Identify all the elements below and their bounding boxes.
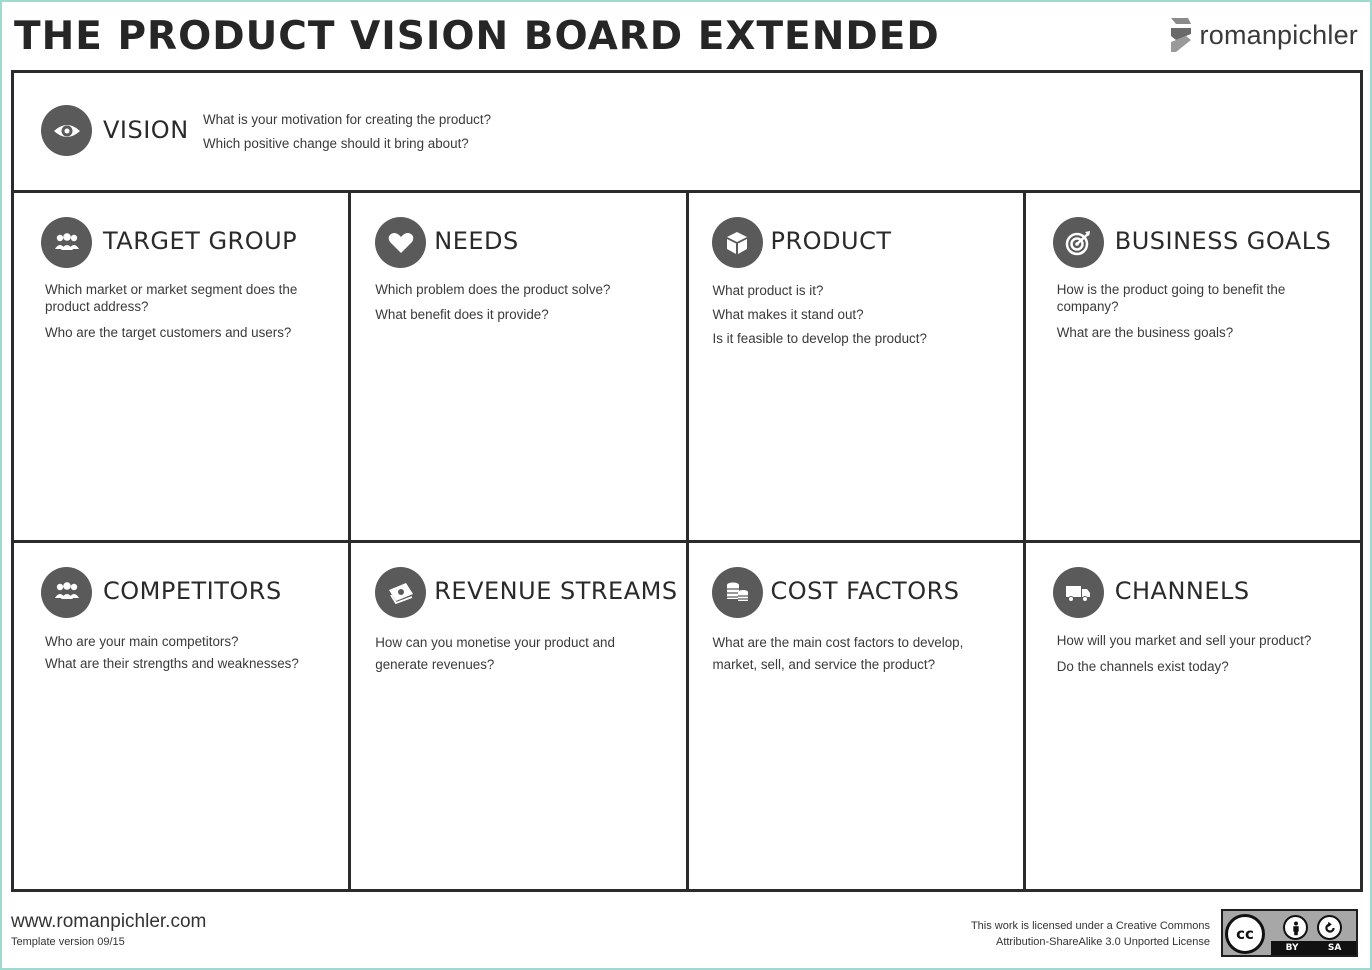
template-version: Template version 09/15	[11, 936, 125, 948]
brand[interactable]: romanpichler	[1168, 16, 1358, 54]
section-cost-factors[interactable]: COST FACTORS What are the main cost fact…	[688, 542, 1023, 889]
license-line: Attribution-ShareAlike 3.0 Unported Lice…	[995, 936, 1210, 948]
coins-icon	[711, 566, 763, 618]
cc-icon: cc	[1225, 914, 1265, 954]
cc-badge-labels: BY SA	[1271, 941, 1356, 955]
vision-section[interactable]: VISION What is your motivation for creat…	[14, 73, 1360, 190]
people-icon	[41, 217, 92, 268]
section-heading: COST FACTORS	[770, 576, 960, 605]
romanpichler-logo-icon	[1170, 18, 1191, 52]
cube-icon	[711, 217, 763, 268]
license-text: This work is licensed under a Creative C…	[971, 918, 1210, 950]
section-heading: TARGET GROUP	[103, 227, 298, 255]
section-question: How will you market and sell your produc…	[1056, 632, 1312, 648]
section-question: Which market or market segment does the …	[45, 282, 298, 314]
section-competitors[interactable]: COMPETITORS Who are your main competitor…	[14, 542, 349, 889]
section-question: How can you monetise your product and ge…	[375, 634, 615, 672]
truck-icon	[1052, 566, 1104, 618]
section-heading: NEEDS	[434, 227, 519, 255]
section-revenue-streams[interactable]: REVENUE STREAMS How can you monetise you…	[351, 542, 686, 889]
page-title: THE PRODUCT VISION BOARD EXTENDED	[14, 14, 940, 59]
section-question: What are the business goals?	[1056, 325, 1234, 340]
heart-icon	[375, 217, 427, 268]
section-question: What are the main cost factors to develo…	[712, 634, 964, 672]
brand-name: romanpichler	[1199, 19, 1358, 50]
cc-by-label: BY	[1285, 943, 1299, 953]
footer-url-link[interactable]: www.romanpichler.com	[11, 911, 207, 932]
section-question: What benefit does it provide?	[375, 307, 549, 322]
section-question: What makes it stand out?	[712, 307, 864, 322]
section-question: Who are your main competitors?	[45, 633, 239, 649]
vision-board: VISION What is your motivation for creat…	[11, 70, 1363, 892]
section-heading: REVENUE STREAMS	[434, 576, 678, 605]
section-target-group[interactable]: TARGET GROUP Which market or market segm…	[14, 193, 349, 540]
people-icon	[41, 566, 92, 618]
section-heading: PRODUCT	[770, 227, 892, 255]
share-alike-icon	[1317, 915, 1342, 940]
section-question: Do the channels exist today?	[1056, 658, 1229, 674]
attribution-person-icon	[1283, 915, 1308, 940]
vision-question: What is your motivation for creating the…	[203, 112, 492, 127]
eye-icon	[41, 105, 92, 156]
cc-license-badge[interactable]: cc BY SA	[1221, 909, 1358, 957]
money-icon	[375, 566, 427, 618]
section-heading: COMPETITORS	[103, 576, 282, 605]
cc-sa-label: SA	[1327, 943, 1342, 953]
section-question: What product is it?	[712, 283, 824, 298]
section-product[interactable]: PRODUCT What product is it? What makes i…	[688, 193, 1023, 540]
license-line: This work is licensed under a Creative C…	[970, 920, 1210, 932]
section-question: Which problem does the product solve?	[375, 282, 611, 297]
section-channels[interactable]: CHANNELS How will you market and sell yo…	[1025, 542, 1360, 889]
section-question: Who are the target customers and users?	[45, 325, 292, 340]
target-icon	[1052, 217, 1104, 268]
section-question: Is it feasible to develop the product?	[712, 331, 927, 346]
section-business-goals[interactable]: BUSINESS GOALS How is the product going …	[1025, 193, 1360, 540]
section-question: What are their strengths and weaknesses?	[45, 655, 299, 671]
section-needs[interactable]: NEEDS Which problem does the product sol…	[351, 193, 686, 540]
vision-heading: VISION	[103, 116, 189, 144]
section-question: How is the product going to benefit the …	[1056, 282, 1286, 314]
section-heading: BUSINESS GOALS	[1114, 227, 1332, 255]
section-heading: CHANNELS	[1114, 576, 1250, 605]
vision-question: Which positive change should it bring ab…	[203, 136, 469, 151]
